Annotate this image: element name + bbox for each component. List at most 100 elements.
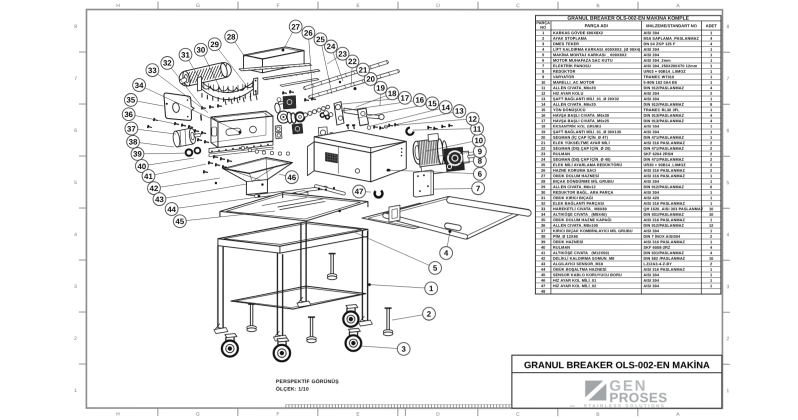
svg-text:7: 7: [726, 76, 729, 82]
svg-text:NO: NO: [540, 25, 546, 30]
svg-text:31: 31: [541, 196, 545, 200]
svg-text:AISI 304_250X200X70 12mm: AISI 304_250X200X70 12mm: [643, 64, 697, 68]
svg-text:DIN 471/PASLANMAZ: DIN 471/PASLANMAZ: [643, 158, 684, 162]
svg-text:2: 2: [726, 336, 729, 342]
svg-text:22: 22: [348, 57, 357, 66]
svg-text:45: 45: [541, 273, 545, 277]
svg-text:13: 13: [541, 97, 545, 101]
svg-text:1: 1: [710, 48, 712, 52]
svg-text:E: E: [356, 412, 360, 418]
svg-text:PROSES: PROSES: [609, 390, 667, 405]
svg-text:17: 17: [401, 94, 410, 103]
svg-text:4: 4: [710, 37, 713, 41]
svg-text:36: 36: [124, 110, 133, 119]
svg-text:22: 22: [541, 147, 545, 151]
svg-text:47: 47: [541, 284, 545, 288]
svg-text:ÖBÜK DOLUM HAZNE KAPAĞI: ÖBÜK DOLUM HAZNE KAPAĞI: [553, 217, 612, 222]
svg-text:AISI 316 PASLANMAZ: AISI 316 PASLANMAZ: [643, 141, 685, 145]
svg-text:1: 1: [710, 268, 712, 272]
svg-text:35: 35: [127, 96, 136, 105]
svg-text:SKF 6204 2RSH: SKF 6204 2RSH: [643, 152, 673, 156]
svg-text:26: 26: [304, 29, 313, 38]
svg-text:AISI 304: AISI 304: [643, 130, 660, 134]
svg-text:AISI 304: AISI 304: [643, 92, 660, 96]
svg-text:1: 1: [726, 388, 729, 394]
svg-text:AISI 304: AISI 304: [643, 191, 660, 195]
svg-text:2: 2: [710, 158, 712, 162]
svg-text:40: 40: [541, 246, 545, 250]
svg-text:33: 33: [148, 66, 157, 75]
svg-text:2: 2: [710, 169, 712, 173]
svg-text:7: 7: [542, 64, 544, 68]
svg-text:AISI 304: AISI 304: [643, 273, 660, 277]
svg-text:5: 5: [542, 53, 544, 57]
svg-text:10: 10: [541, 81, 545, 85]
svg-text:B: B: [596, 3, 600, 9]
svg-text:YÖN DÖNÜŞÜCÜ: YÖN DÖNÜŞÜCÜ: [553, 107, 586, 112]
svg-text:40: 40: [137, 162, 146, 171]
svg-text:39: 39: [541, 240, 545, 244]
svg-text:MARELLI_AC MOTOR: MARELLI_AC MOTOR: [553, 81, 595, 85]
svg-text:H: H: [116, 3, 120, 9]
svg-text:4: 4: [542, 48, 545, 52]
svg-text:1: 1: [710, 64, 712, 68]
svg-text:AISI 304: AISI 304: [643, 53, 660, 57]
svg-text:1: 1: [710, 75, 712, 79]
svg-text:5: 5: [433, 264, 438, 273]
svg-text:1: 1: [710, 59, 712, 63]
svg-text:8: 8: [710, 103, 712, 107]
svg-text:ÖBÜK BOŞALTMA HAZNESİ: ÖBÜK BOŞALTMA HAZNESİ: [553, 267, 607, 272]
svg-text:1: 1: [710, 196, 712, 200]
svg-text:1: 1: [710, 273, 712, 277]
svg-text:15: 15: [541, 108, 545, 112]
svg-text:ELEKTRİK PANOSU: ELEKTRİK PANOSU: [553, 63, 591, 68]
svg-text:47: 47: [355, 187, 364, 196]
svg-text:10: 10: [474, 136, 483, 145]
svg-text:BIÇAK DÖNDÜRME MİL GRUBU: BIÇAK DÖNDÜRME MİL GRUBU: [553, 179, 614, 184]
svg-text:9: 9: [542, 75, 544, 79]
svg-text:ŞAFT BAĞLANTI MİLİ_01_Ø 20X32: ŞAFT BAĞLANTI MİLİ_01_Ø 20X32: [553, 96, 619, 101]
svg-text:37: 37: [127, 124, 136, 133]
svg-text:AISI 304: AISI 304: [643, 97, 660, 101]
svg-text:43: 43: [155, 195, 164, 204]
svg-text:AISI 316 PASLANMAZ: AISI 316 PASLANMAZ: [643, 169, 685, 173]
svg-text:TRAMEC W7010: TRAMEC W7010: [643, 75, 674, 79]
svg-text:2: 2: [542, 37, 544, 41]
svg-text:AISI 316 PASLANMAZ: AISI 316 PASLANMAZ: [643, 268, 685, 272]
svg-text:42: 42: [541, 257, 545, 261]
svg-text:2: 2: [710, 92, 712, 96]
svg-text:SEGMAN (İÇ ÇAP İÇİN_Ø 47): SEGMAN (İÇ ÇAP İÇİN_Ø 47): [553, 135, 609, 140]
svg-text:1: 1: [710, 70, 712, 74]
svg-text:DIN 912/PASLANMAZ: DIN 912/PASLANMAZ: [643, 103, 684, 107]
svg-text:4: 4: [710, 251, 713, 255]
svg-text:8: 8: [74, 24, 77, 30]
svg-text:1: 1: [710, 218, 712, 222]
svg-text:AISI 304: AISI 304: [643, 229, 660, 233]
svg-text:2: 2: [710, 163, 712, 167]
svg-text:32: 32: [163, 59, 172, 68]
svg-text:34: 34: [135, 81, 144, 90]
svg-text:7: 7: [74, 76, 77, 82]
svg-text:HIZ AYAR KOL MİLİ_01: HIZ AYAR KOL MİLİ_01: [553, 278, 596, 283]
svg-text:TRAMEC RL30 3FL: TRAMEC RL30 3FL: [643, 108, 680, 112]
svg-text:A: A: [676, 412, 680, 418]
svg-text:41: 41: [541, 251, 545, 255]
svg-text:27: 27: [541, 174, 545, 178]
svg-text:D: D: [436, 412, 440, 418]
svg-text:4: 4: [74, 232, 77, 238]
svg-text:DIN 912/PASLANMAZ: DIN 912/PASLANMAZ: [643, 224, 684, 228]
svg-text:DMES TEKER: DMES TEKER: [553, 42, 579, 46]
svg-text:ÖBÜK KIRICI BIÇAĞI: ÖBÜK KIRICI BIÇAĞI: [553, 195, 593, 200]
svg-text:VARYATÖR: VARYATÖR: [553, 74, 574, 79]
svg-text:1: 1: [710, 81, 712, 85]
svg-text:26: 26: [541, 169, 545, 173]
svg-text:1: 1: [710, 31, 712, 35]
svg-text:G: G: [196, 3, 200, 9]
svg-text:8: 8: [478, 156, 483, 165]
svg-text:AISI 420: AISI 420: [643, 196, 659, 200]
svg-text:38: 38: [541, 235, 545, 239]
svg-text:30: 30: [541, 191, 545, 195]
svg-text:48: 48: [541, 290, 545, 294]
svg-text:20: 20: [366, 75, 375, 84]
svg-text:KARKAS GÖVDE 600X8X2: KARKAS GÖVDE 600X8X2: [553, 30, 603, 35]
